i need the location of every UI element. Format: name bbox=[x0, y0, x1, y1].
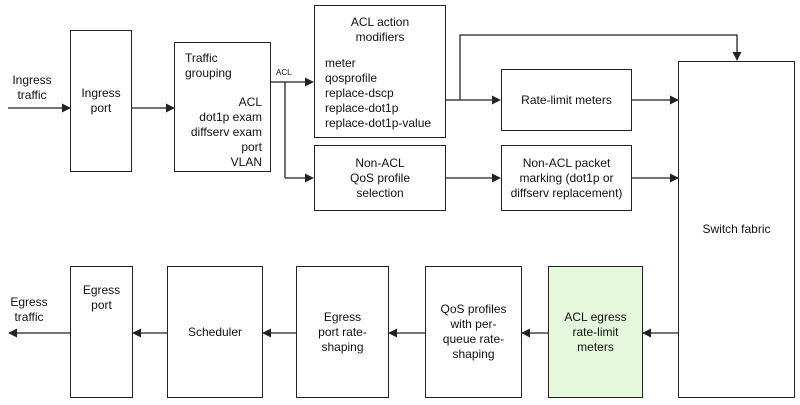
egress-port-box: Egress port bbox=[70, 266, 133, 398]
arrow-to-switch-top bbox=[459, 34, 742, 100]
switch-fabric-box: Switch fabric bbox=[678, 61, 795, 398]
egress-port-line-2: port bbox=[91, 298, 112, 312]
qos-profiles-line-2: with per- bbox=[450, 317, 497, 331]
grouping-item-diffserv: diffserv exam bbox=[190, 125, 262, 139]
ingress-traffic-line-1: Ingress bbox=[12, 73, 52, 87]
acl-action-title: ACL action modifiers bbox=[315, 15, 445, 45]
non-acl-marking-box: Non-ACL packet marking (dot1p or diffser… bbox=[501, 145, 632, 211]
traffic-grouping-items: ACL dot1p exam diffserv exam port VLAN bbox=[191, 95, 262, 170]
acl-egress-line-3: meters bbox=[577, 339, 614, 354]
ingress-port-line-1: Ingress bbox=[81, 86, 121, 100]
acl-item-replace-dot1p: replace-dot1p bbox=[325, 101, 399, 115]
acl-egress-rate-limit-box: ACL egress rate-limit meters bbox=[548, 266, 643, 398]
grouping-item-dot1p: dot1p exam bbox=[199, 110, 262, 124]
acl-action-items: meter qosprofile replace-dscp replace-do… bbox=[325, 56, 431, 131]
qos-profiles-line-4: shaping bbox=[452, 347, 495, 361]
traffic-grouping-title-1: Traffic bbox=[185, 51, 218, 65]
acl-action-title-1: ACL action bbox=[350, 15, 410, 29]
egress-shaping-line-3: shaping bbox=[321, 339, 364, 354]
ingress-traffic-label: Ingress traffic bbox=[8, 73, 56, 103]
non-acl-marking-line-1: Non-ACL packet bbox=[522, 155, 611, 170]
grouping-item-vlan: VLAN bbox=[230, 155, 262, 169]
non-acl-qos-line-3: selection bbox=[356, 185, 404, 200]
egress-traffic-line-2: traffic bbox=[14, 310, 44, 324]
qos-profiles-line-3: queue rate- bbox=[442, 332, 505, 346]
non-acl-marking-line-3: diffserv replacement) bbox=[510, 185, 623, 200]
egress-shaping-line-1: Egress bbox=[323, 309, 362, 324]
acl-item-meter: meter bbox=[325, 56, 356, 70]
acl-item-qosprofile: qosprofile bbox=[325, 71, 378, 85]
traffic-grouping-title-2: grouping bbox=[185, 66, 232, 80]
scheduler-box: Scheduler bbox=[167, 266, 263, 398]
ingress-traffic-line-2: traffic bbox=[17, 88, 47, 102]
qos-profiles-line-1: QoS profiles bbox=[440, 302, 507, 316]
egress-port-shaping-box: Egress port rate- shaping bbox=[296, 266, 389, 398]
non-acl-marking-line-2: marking (dot1p or bbox=[519, 170, 614, 185]
acl-action-modifiers-box: ACL action modifiers meter qosprofile re… bbox=[314, 5, 446, 138]
egress-traffic-label: Egress traffic bbox=[6, 295, 52, 325]
grouping-item-acl: ACL bbox=[238, 95, 262, 109]
traffic-grouping-box: Traffic grouping ACL dot1p exam diffserv… bbox=[174, 42, 271, 172]
egress-shaping-line-2: port rate- bbox=[318, 324, 367, 339]
acl-item-replace-dscp: replace-dscp bbox=[325, 86, 394, 100]
rate-limit-line-1: Rate-limit meters bbox=[521, 92, 612, 107]
non-acl-qos-line-2: QoS profile bbox=[349, 170, 411, 185]
qos-profiles-box: QoS profiles with per- queue rate- shapi… bbox=[425, 266, 522, 398]
egress-traffic-line-1: Egress bbox=[10, 295, 48, 309]
switch-fabric-line-1: Switch fabric bbox=[702, 222, 771, 236]
acl-edge-label: ACL bbox=[276, 68, 292, 77]
ingress-port-line-2: port bbox=[90, 101, 112, 115]
egress-port-line-1: Egress bbox=[82, 283, 121, 297]
ingress-port-box: Ingress port bbox=[70, 30, 132, 172]
grouping-item-port: port bbox=[241, 140, 262, 154]
rate-limit-meters-box: Rate-limit meters bbox=[501, 69, 632, 131]
traffic-grouping-title: Traffic grouping bbox=[185, 51, 232, 81]
acl-action-title-2: modifiers bbox=[355, 30, 405, 44]
acl-egress-line-1: ACL egress bbox=[564, 309, 627, 324]
egress-port-text: Egress port bbox=[71, 283, 132, 313]
acl-egress-line-2: rate-limit bbox=[572, 324, 619, 339]
acl-item-replace-dot1p-value: replace-dot1p-value bbox=[325, 116, 432, 130]
non-acl-qos-box: Non-ACL QoS profile selection bbox=[314, 145, 446, 211]
scheduler-line-1: Scheduler bbox=[187, 324, 243, 339]
non-acl-qos-line-1: Non-ACL bbox=[355, 155, 405, 170]
